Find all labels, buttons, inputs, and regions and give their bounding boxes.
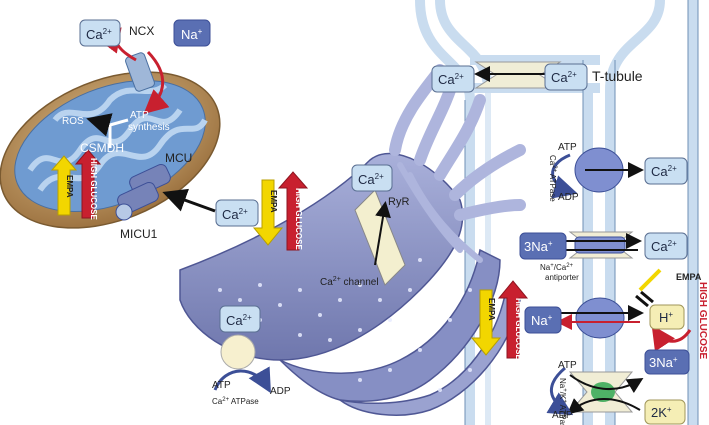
na-h-exchanger [556,268,692,352]
svg-text:Ca2+: Ca2+ [222,207,248,222]
ion-box-ca-ttubule-left: Ca2+ [431,65,475,93]
label-ryr: RyR [388,196,409,208]
label-t-tubule: T-tubule [592,68,643,84]
ion-box-ca-antiporter: Ca2+ [644,232,688,260]
label-ros: ROS [62,116,84,127]
label-adp-nak: ADP [552,410,573,421]
svg-text:Ca2+: Ca2+ [651,239,677,254]
mito-empa-arrow [50,155,78,216]
center-empa-arrow [252,179,284,246]
svg-text:Ca2+: Ca2+ [226,313,252,328]
ion-box-ca-sr: Ca2+ [219,305,261,333]
ryr-channel [354,189,406,286]
label-na-ca-antiporter-1: Na+/Ca2+ [540,263,574,272]
ion-box-ca-ryr: Ca2+ [351,164,393,192]
ion-box-ca-cytosol: Ca2+ [215,199,259,227]
label-empa-sr: EMPA [487,298,496,321]
ion-box-ca-ttubule-right: Ca2+ [544,63,588,91]
svg-text:Na+: Na+ [531,313,553,328]
label-atp-synthesis-2: synthesis [128,122,170,133]
label-high-glucose-mito: HIGH GLUCOSE [89,158,98,220]
ca-into-mcu-arrow [162,188,216,213]
ion-box-3na-antiporter: 3Na+ [519,232,567,260]
svg-text:Ca2+: Ca2+ [86,27,112,42]
label-adp-sr: ADP [270,386,291,397]
ion-box-2k: 2K+ [644,399,686,425]
ion-box-na-top: Na+ [173,19,211,47]
label-high-glucose-center: HIGH GLUCOSE [294,188,303,250]
label-atp-synthesis-1: ATP [130,110,149,121]
svg-text:Ca2+: Ca2+ [651,164,677,179]
svg-text:3Na+: 3Na+ [524,239,553,254]
svg-text:Ca2+: Ca2+ [551,70,577,85]
sr-ca-atpase [213,334,271,394]
label-high-glucose-sr: HIGH GLUCOSE [514,298,523,360]
ion-box-h: H+ [649,304,685,330]
center-high-glucose-arrow [277,171,309,251]
label-na-k-atpase: Na+/K+ ATPase [558,378,567,425]
svg-text:H+: H+ [659,310,673,325]
label-empa-center: EMPA [269,190,278,213]
svg-text:Ca2+: Ca2+ [438,72,464,87]
label-ca-atpase-sr: Ca2+ ATPase [212,397,259,406]
label-csmdh: CSMDH [80,141,124,155]
svg-text:2K+: 2K+ [651,405,672,420]
mito-high-glucose-arrow [74,149,102,219]
label-atp-sr: ATP [212,380,231,391]
svg-text:Ca2+: Ca2+ [358,172,384,187]
label-mcu: MCU [165,151,192,165]
right-high-glucose-arrow [497,280,529,359]
right-empa-arrow [470,289,502,356]
label-ca-channel: Ca2+ channel [320,276,379,288]
na-k-atpase [546,366,644,416]
svg-text:3Na+: 3Na+ [649,355,678,370]
label-atp-nak: ATP [558,360,577,371]
csmdh-branch [86,113,129,148]
membrane-ca-atpase [551,147,644,199]
ion-box-na-exchanger: Na+ [524,306,562,334]
label-empa-mito: EMPA [65,175,74,198]
label-na-ca-antiporter-2: antiporter [545,273,579,282]
label-atp-membrane: ATP [558,142,577,153]
label-micu1: MICU1 [120,227,158,241]
ion-box-ca-top-left: Ca2+ [79,19,121,47]
mcu-channel [115,163,171,221]
label-ca-atpase-membrane: Ca2+ ATPase [548,155,557,202]
label-high-glucose-right: HIGH GLUCOSE [697,282,708,360]
svg-text:Na+: Na+ [181,27,203,42]
label-ncx: NCX [129,24,154,38]
label-adp-membrane: ADP [558,192,579,203]
ion-box-ca-atpase-out: Ca2+ [644,157,688,185]
na-ca-antiporter [544,231,642,259]
label-empa-right: EMPA [676,272,702,282]
ion-box-3na-pump: 3Na+ [644,349,690,375]
